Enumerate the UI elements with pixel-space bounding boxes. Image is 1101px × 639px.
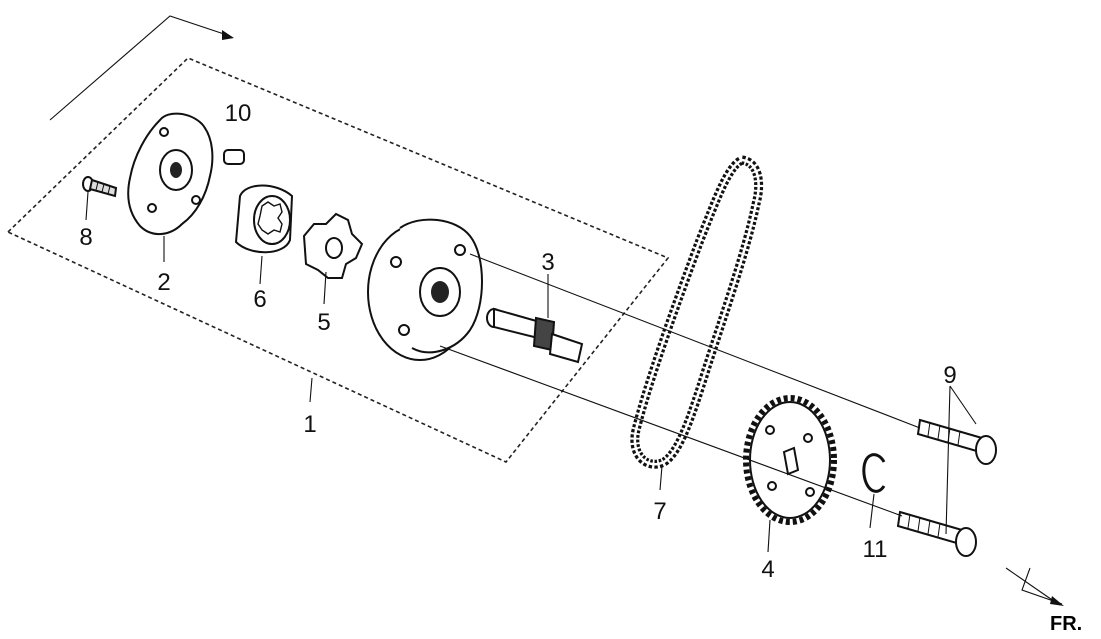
callout-10: 10 bbox=[225, 100, 252, 127]
chain-inner-line bbox=[633, 158, 760, 466]
callout-6: 6 bbox=[253, 286, 266, 313]
part-1-pump-body bbox=[367, 218, 483, 361]
part-11-circlip bbox=[862, 453, 886, 493]
part-5-inner-rotor bbox=[302, 212, 364, 279]
callout-2: 2 bbox=[157, 269, 170, 296]
part-3-pump-shaft bbox=[486, 307, 584, 364]
part-9-screw-upper bbox=[916, 418, 997, 465]
axis-lines bbox=[439, 253, 921, 517]
callout-8: 8 bbox=[79, 224, 92, 251]
part-4-sprocket bbox=[743, 395, 837, 525]
alignment-arrow bbox=[49, 15, 234, 121]
part-6-outer-rotor bbox=[234, 184, 294, 254]
callout-3: 3 bbox=[541, 249, 554, 276]
callout-7: 7 bbox=[653, 498, 666, 525]
callout-11: 11 bbox=[863, 536, 888, 563]
front-direction-arrow-icon bbox=[1005, 567, 1064, 606]
callout-1: 1 bbox=[303, 411, 316, 438]
leader-lines bbox=[85, 191, 977, 553]
callout-5: 5 bbox=[317, 309, 330, 336]
part-8-bolt bbox=[82, 176, 118, 198]
callout-9: 9 bbox=[943, 362, 956, 389]
assembly-boundary bbox=[6, 57, 670, 463]
part-9-screw-lower bbox=[896, 510, 977, 557]
part-10-dowel-pin bbox=[223, 149, 245, 165]
part-7-drive-chain bbox=[630, 155, 764, 469]
front-direction-label: FR. bbox=[1050, 613, 1082, 635]
part-2-pump-cover bbox=[127, 112, 214, 235]
callout-4: 4 bbox=[761, 556, 774, 583]
